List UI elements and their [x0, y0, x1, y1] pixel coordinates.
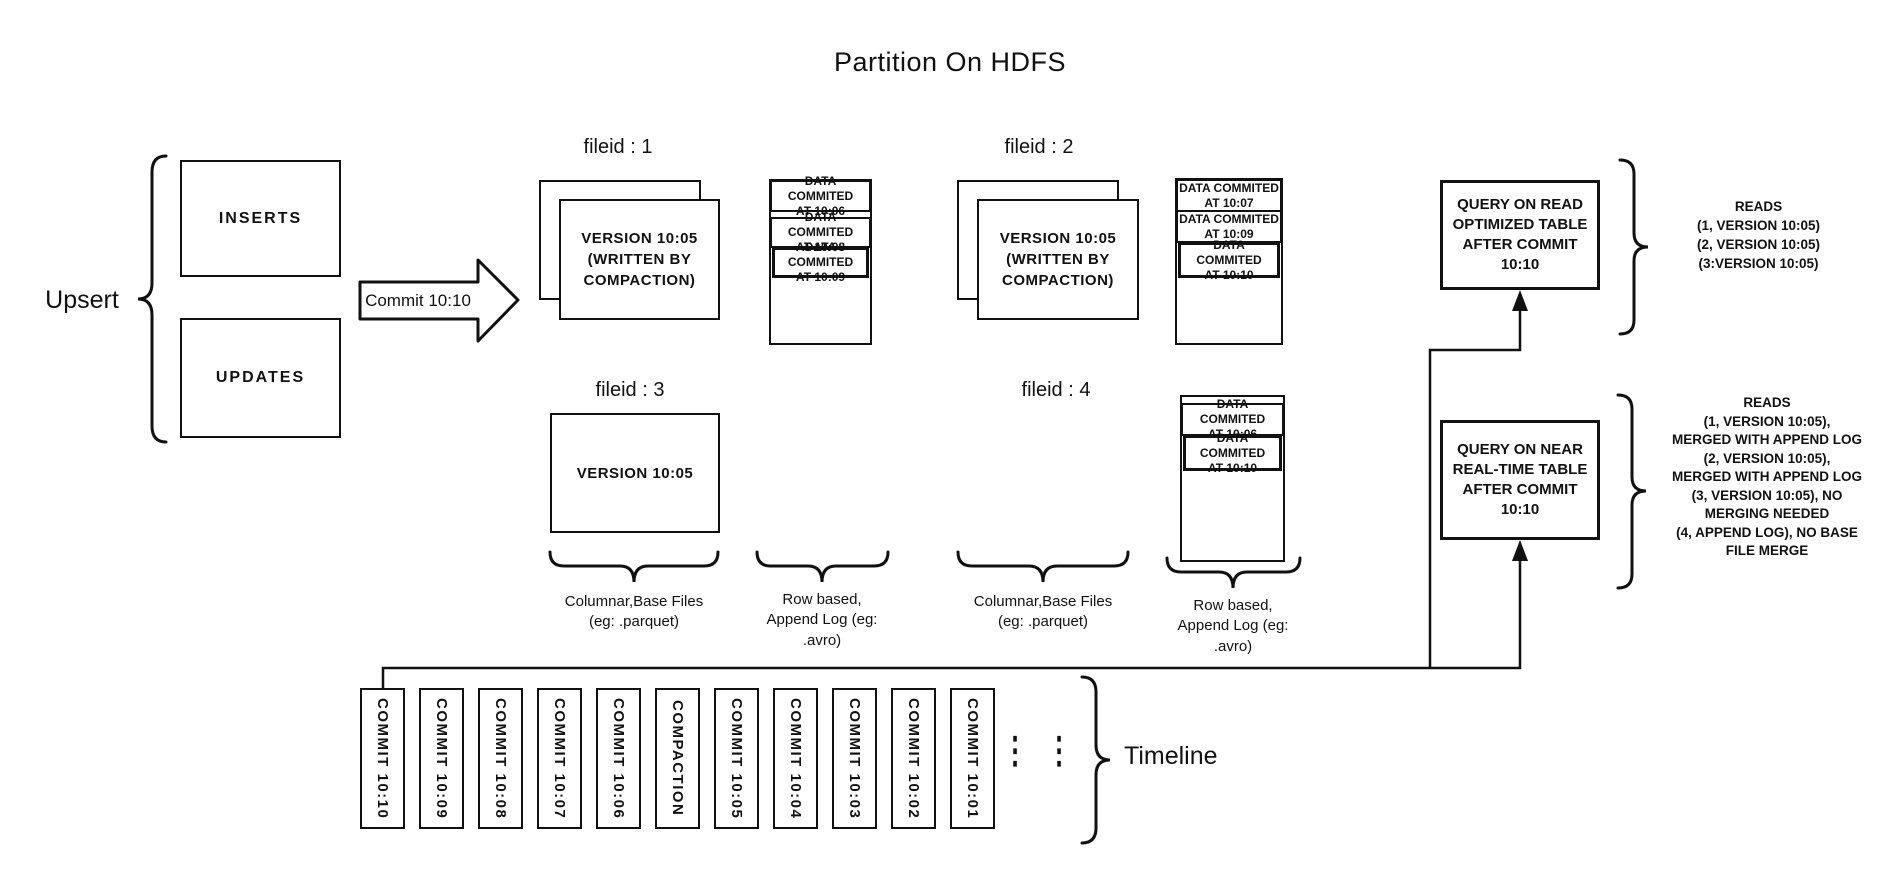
arrowhead-near-real-time — [1512, 540, 1528, 561]
reads-read-optimized: READS (1, VERSION 10:05) (2, VERSION 10:… — [1696, 199, 1821, 271]
log-entry: DATA COMMITED AT 10:06 — [770, 174, 871, 218]
reads-brace-bottom — [1616, 393, 1647, 590]
timeline-commit-box: COMMIT 10:03 — [832, 688, 877, 829]
reads-near-real-time: READS (1, VERSION 10:05), MERGED WITH AP… — [1671, 395, 1862, 558]
reads-brace-top — [1618, 158, 1649, 336]
timeline-label: Timeline — [1124, 742, 1218, 770]
upsert-brace — [137, 154, 168, 444]
columnar-brace-right — [956, 550, 1130, 583]
timeline-to-read-optimized-line — [1428, 303, 1522, 668]
rowbased-brace-right — [1165, 556, 1302, 589]
inserts-box: INSERTS — [180, 160, 341, 277]
fileid-1-base-file: VERSION 10:05 (WRITTEN BY COMPACTION) — [559, 199, 720, 320]
log-entry: DATA COMMITED AT 10:10 — [1178, 238, 1280, 282]
timeline-commit-box: COMMIT 10:02 — [891, 688, 936, 829]
fileid-2-label: fileid : 2 — [1004, 135, 1074, 158]
log-entry: DATA COMMITED AT 10:10 — [1183, 431, 1282, 475]
page-title: Partition On HDFS — [833, 46, 1067, 77]
columnar-base-files-label-right: Columnar,Base Files (eg: .parquet) — [973, 593, 1113, 631]
commit-arrow-label: Commit 10:10 — [365, 290, 471, 310]
timeline-compaction-box: COMPACTION — [655, 688, 700, 829]
row-based-append-log-label-left: Row based, Append Log (eg: .avro) — [766, 591, 878, 649]
timeline-commit-box: COMMIT 10:04 — [773, 688, 818, 829]
fileid-4-log-file: DATA COMMITED AT 10:06 DATA COMMITED AT … — [1180, 395, 1285, 562]
log-entry: DATA COMMITED AT 10:09 — [772, 240, 869, 284]
timeline-ellipsis: ⋮ — [1002, 728, 1028, 771]
columnar-brace-left — [548, 550, 720, 583]
timeline-commit-box: COMMIT 10:08 — [478, 688, 523, 829]
updates-box: UPDATES — [180, 318, 341, 438]
log-entry: DATA COMMITED AT 10:07 — [1176, 179, 1282, 212]
timeline-commit-box: COMMIT 10:09 — [419, 688, 464, 829]
upsert-label: Upsert — [45, 285, 119, 314]
timeline-commit-box: COMMIT 10:07 — [537, 688, 582, 829]
fileid-3-label: fileid : 3 — [595, 378, 665, 401]
arrowhead-read-optimized — [1512, 290, 1528, 311]
timeline-ellipsis: ⋮ — [1046, 728, 1072, 771]
columnar-base-files-label-left: Columnar,Base Files (eg: .parquet) — [564, 593, 704, 631]
fileid-1-label: fileid : 1 — [583, 135, 653, 158]
query-read-optimized-box: QUERY ON READ OPTIMIZED TABLE AFTER COMM… — [1440, 180, 1600, 290]
fileid-1-log-file: DATA COMMITED AT 10:06 DATA COMMITED AT … — [769, 174, 872, 345]
timeline-commit-box: COMMIT 10:05 — [714, 688, 759, 829]
fileid-2-base-file: VERSION 10:05 (WRITTEN BY COMPACTION) — [977, 199, 1139, 320]
query-near-real-time-box: QUERY ON NEAR REAL-TIME TABLE AFTER COMM… — [1440, 420, 1600, 540]
timeline-to-near-real-time-line — [381, 552, 1522, 690]
timeline-commit-box: COMMIT 10:10 — [360, 688, 405, 829]
timeline-commit-box: COMMIT 10:06 — [596, 688, 641, 829]
row-based-append-log-label-right: Row based, Append Log (eg: .avro) — [1177, 597, 1289, 655]
commit-arrow-shape — [358, 258, 520, 343]
fileid-2-log-file: DATA COMMITED AT 10:07 DATA COMMITED AT … — [1175, 178, 1283, 345]
rowbased-brace-left — [755, 550, 890, 583]
timeline-commit-box: COMMIT 10:01 — [950, 688, 995, 829]
fileid-3-base-file: VERSION 10:05 — [550, 413, 720, 533]
fileid-4-label: fileid : 4 — [1021, 378, 1091, 401]
timeline-brace — [1080, 675, 1111, 845]
